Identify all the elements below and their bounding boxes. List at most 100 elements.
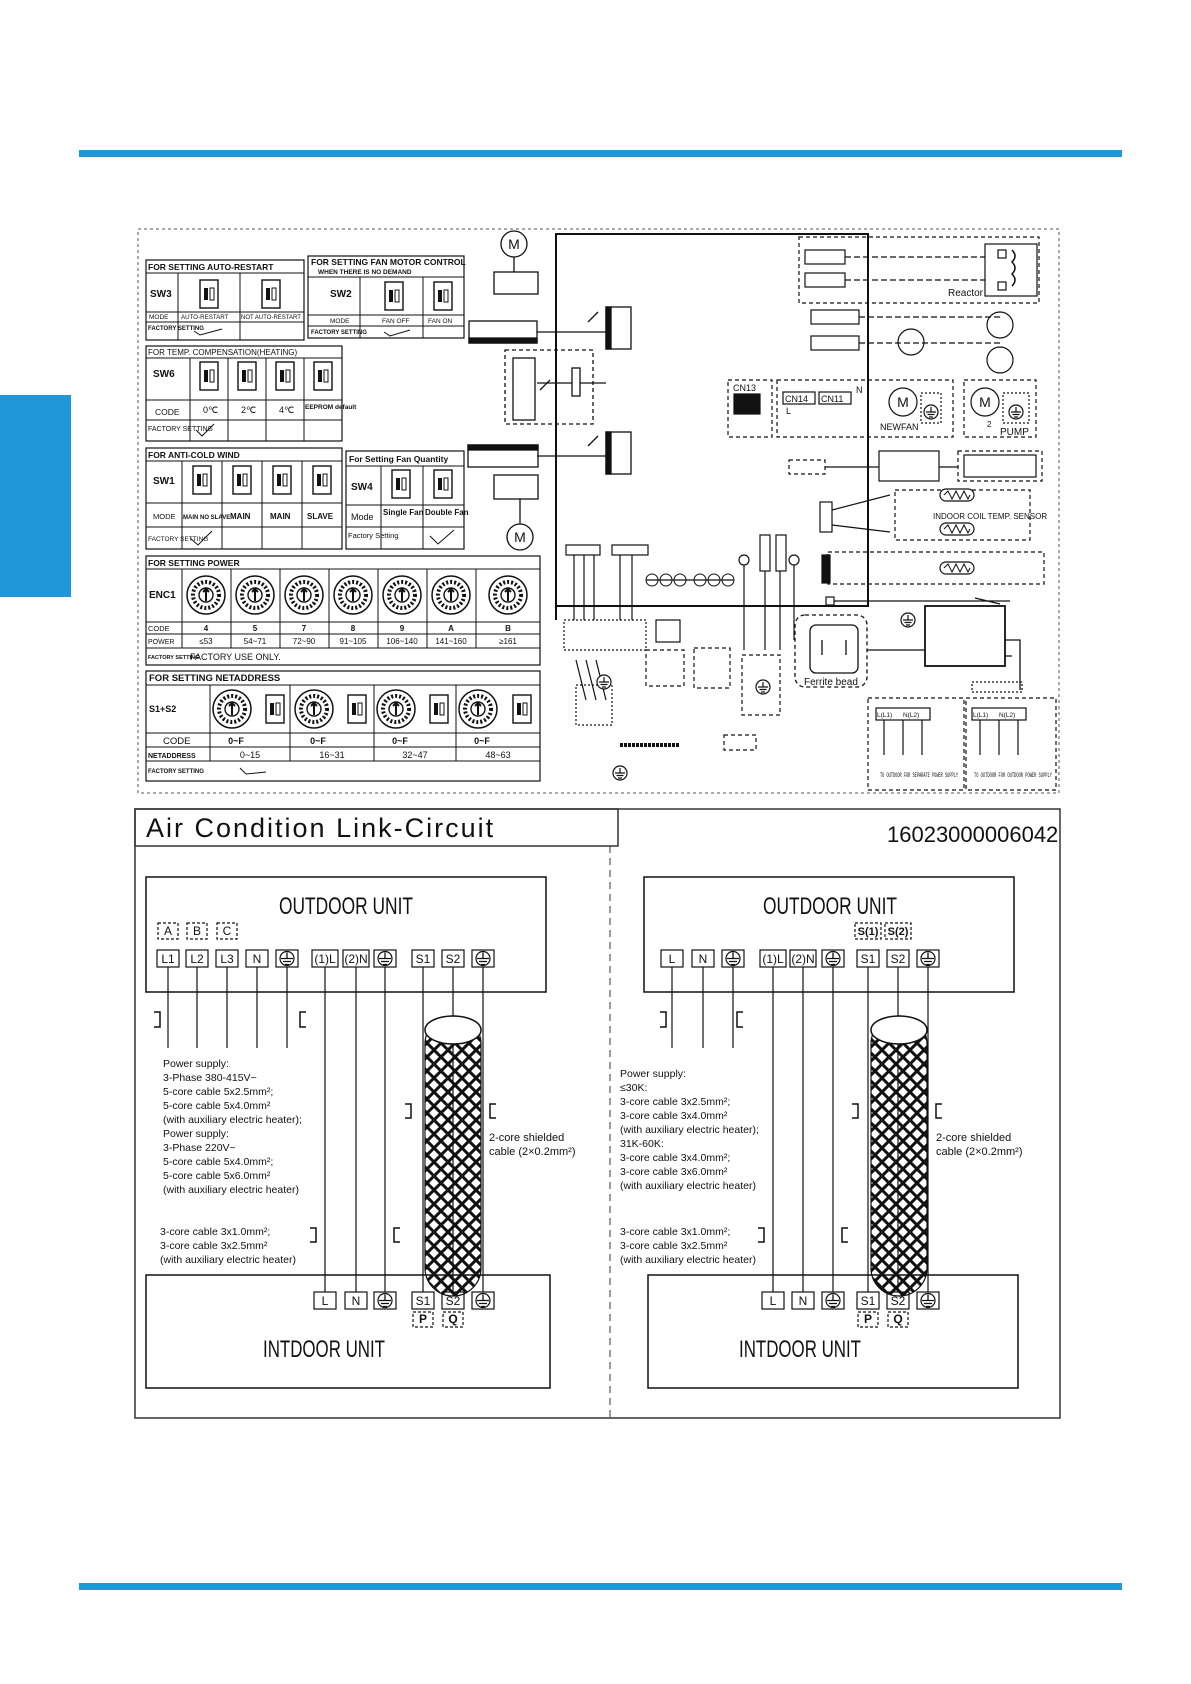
terminal-label: N (253, 952, 262, 966)
terminal-box (186, 922, 208, 940)
right-shield-note: 2-core shielded cable (2×0.2mm²) (936, 1132, 1023, 1158)
left-indoor-label: INTDOOR UNIT (263, 1336, 385, 1363)
terminal-label: (2)N (791, 952, 814, 966)
terminal-box (884, 922, 912, 940)
note-line: ≤30K: (620, 1082, 647, 1094)
mode-label: MODE (149, 314, 169, 321)
factory-label: FACTORY SETTING (148, 326, 204, 332)
s1s2-label: S1+S2 (149, 704, 176, 714)
l-label: L (786, 406, 791, 416)
link-title: Air Condition Link-Circuit (146, 813, 495, 843)
fan-motor-table: FOR SETTING FAN MOTOR CONTROL WHEN THERE… (307, 255, 466, 339)
note-line: (with auxiliary electric heater) (163, 1184, 299, 1196)
sep-n-term: N(L2) (903, 712, 919, 719)
shield-line: 2-core shielded (489, 1132, 564, 1144)
sw6-label: SW6 (153, 369, 175, 380)
right-outdoor-label: OUTDOOR UNIT (763, 893, 897, 920)
terminal-label: S1 (416, 952, 431, 966)
power-value: 141~160 (435, 637, 467, 646)
right-power-note: Power supply: ≤30K: 3-core cable 3x2.5mm… (620, 1068, 759, 1192)
power-code: 7 (302, 624, 307, 633)
sensor-group (788, 450, 1045, 606)
net-code-label: CODE (163, 736, 190, 747)
fanqty-factory-label: Factory Setting (348, 531, 398, 540)
cn14-label: CN14 (785, 394, 808, 404)
n-label: N (856, 385, 863, 395)
right-wires (660, 967, 942, 1297)
terminal-label: P (419, 1312, 427, 1326)
fan-off: FAN OFF (382, 318, 409, 325)
note-line: (with auxiliary electric heater); (620, 1124, 759, 1136)
fan-on: FAN ON (428, 318, 453, 325)
power-code: A (448, 624, 454, 633)
note-line: 3-core cable 3x2.5mm²; (620, 1096, 730, 1108)
ground-icon (475, 1292, 491, 1309)
bottom-rule (79, 1583, 1122, 1590)
net-code: 0~F (392, 736, 408, 746)
note-line: 5-core cable 5x4.0mm² (163, 1100, 271, 1112)
terminal-label: S2 (891, 952, 906, 966)
temp-comp-title: FOR TEMP. COMPENSATION(HEATING) (148, 348, 298, 357)
left-core-note: 3-core cable 3x1.0mm²; 3-core cable 3x2.… (160, 1226, 296, 1266)
ground-icon (475, 950, 491, 967)
power-factory-text: FACTORY USE ONLY. (190, 652, 281, 662)
power-code: 5 (253, 624, 258, 633)
separate-supply: TO OUTDOOR FOR SEPARATE POWER SUPPLY (880, 772, 958, 780)
terminal-label: S1 (416, 1294, 431, 1308)
net-addr-label: NETADDRESS (148, 753, 196, 760)
terminal-label: A (164, 924, 172, 938)
note-line: 31K-60K: (620, 1138, 664, 1150)
power-title: FOR SETTING POWER (148, 558, 240, 568)
terminal-label: B (193, 924, 201, 938)
ground-icon (825, 1292, 841, 1309)
double-fan: Double Fan (425, 508, 469, 517)
diagram-frame (137, 228, 1060, 794)
terminal-box (412, 1311, 434, 1328)
fan-factory-label: FACTORY SETTING (311, 330, 367, 336)
power-value: 54~71 (244, 637, 267, 646)
pump-label: PUMP (1000, 427, 1029, 438)
terminal-box (442, 1311, 464, 1328)
terminal-label: L2 (190, 952, 204, 966)
link-code: 16023000006042 (887, 822, 1058, 847)
right-indoor-label: INTDOOR UNIT (739, 1336, 861, 1363)
ferrite-group (794, 605, 1023, 693)
power-code: 9 (400, 624, 405, 633)
terminal-box (857, 1311, 879, 1328)
pump-m: M (979, 394, 991, 410)
terminal-label: (2)N (344, 952, 367, 966)
terminal-label: S2 (891, 1294, 906, 1308)
net-factory-label: FACTORY SETTING (148, 769, 204, 775)
ground-icon (279, 950, 295, 967)
fan-mode-label: MODE (330, 318, 350, 325)
fan-motor-title: FOR SETTING FAN MOTOR CONTROL (311, 257, 466, 267)
reactor-label: Reactor (948, 288, 984, 299)
newfan-label: NEWFAN (880, 422, 919, 432)
note-line: 3-Phase 220V~ (163, 1142, 236, 1154)
pump-num: 2 (987, 420, 992, 429)
power-code: 8 (351, 624, 356, 633)
terminal-label: S2 (446, 1294, 461, 1308)
note-line: Power supply: (620, 1068, 686, 1080)
terminal-label: P (864, 1312, 872, 1326)
mode-main-1: MAIN (230, 512, 251, 521)
power-factory-label: FACTORY SETTING (148, 655, 199, 661)
terminal-label: N (352, 1294, 361, 1308)
terminal-label: (1)L (314, 952, 336, 966)
main-pcb (555, 233, 869, 620)
sw4-label: SW4 (351, 482, 373, 493)
ferrite-label: Ferrite bead (804, 677, 858, 688)
newfan-m: M (897, 394, 909, 410)
motor-bottom-m: M (514, 529, 526, 545)
power-value: 91~105 (340, 637, 367, 646)
cn11-label: CN11 (821, 394, 843, 404)
terminal-label: S(2) (888, 926, 909, 938)
note-line: Power supply: (163, 1128, 229, 1140)
note-line: (with auxiliary electric heater) (620, 1180, 756, 1192)
note-line: 5-core cable 5x2.5mm²; (163, 1086, 273, 1098)
terminal-label: S2 (446, 952, 461, 966)
anti-cold-table: FOR ANTI-COLD WIND SW1 MODE MAIN NO SLAV… (145, 447, 343, 550)
terminal-box (216, 922, 238, 940)
